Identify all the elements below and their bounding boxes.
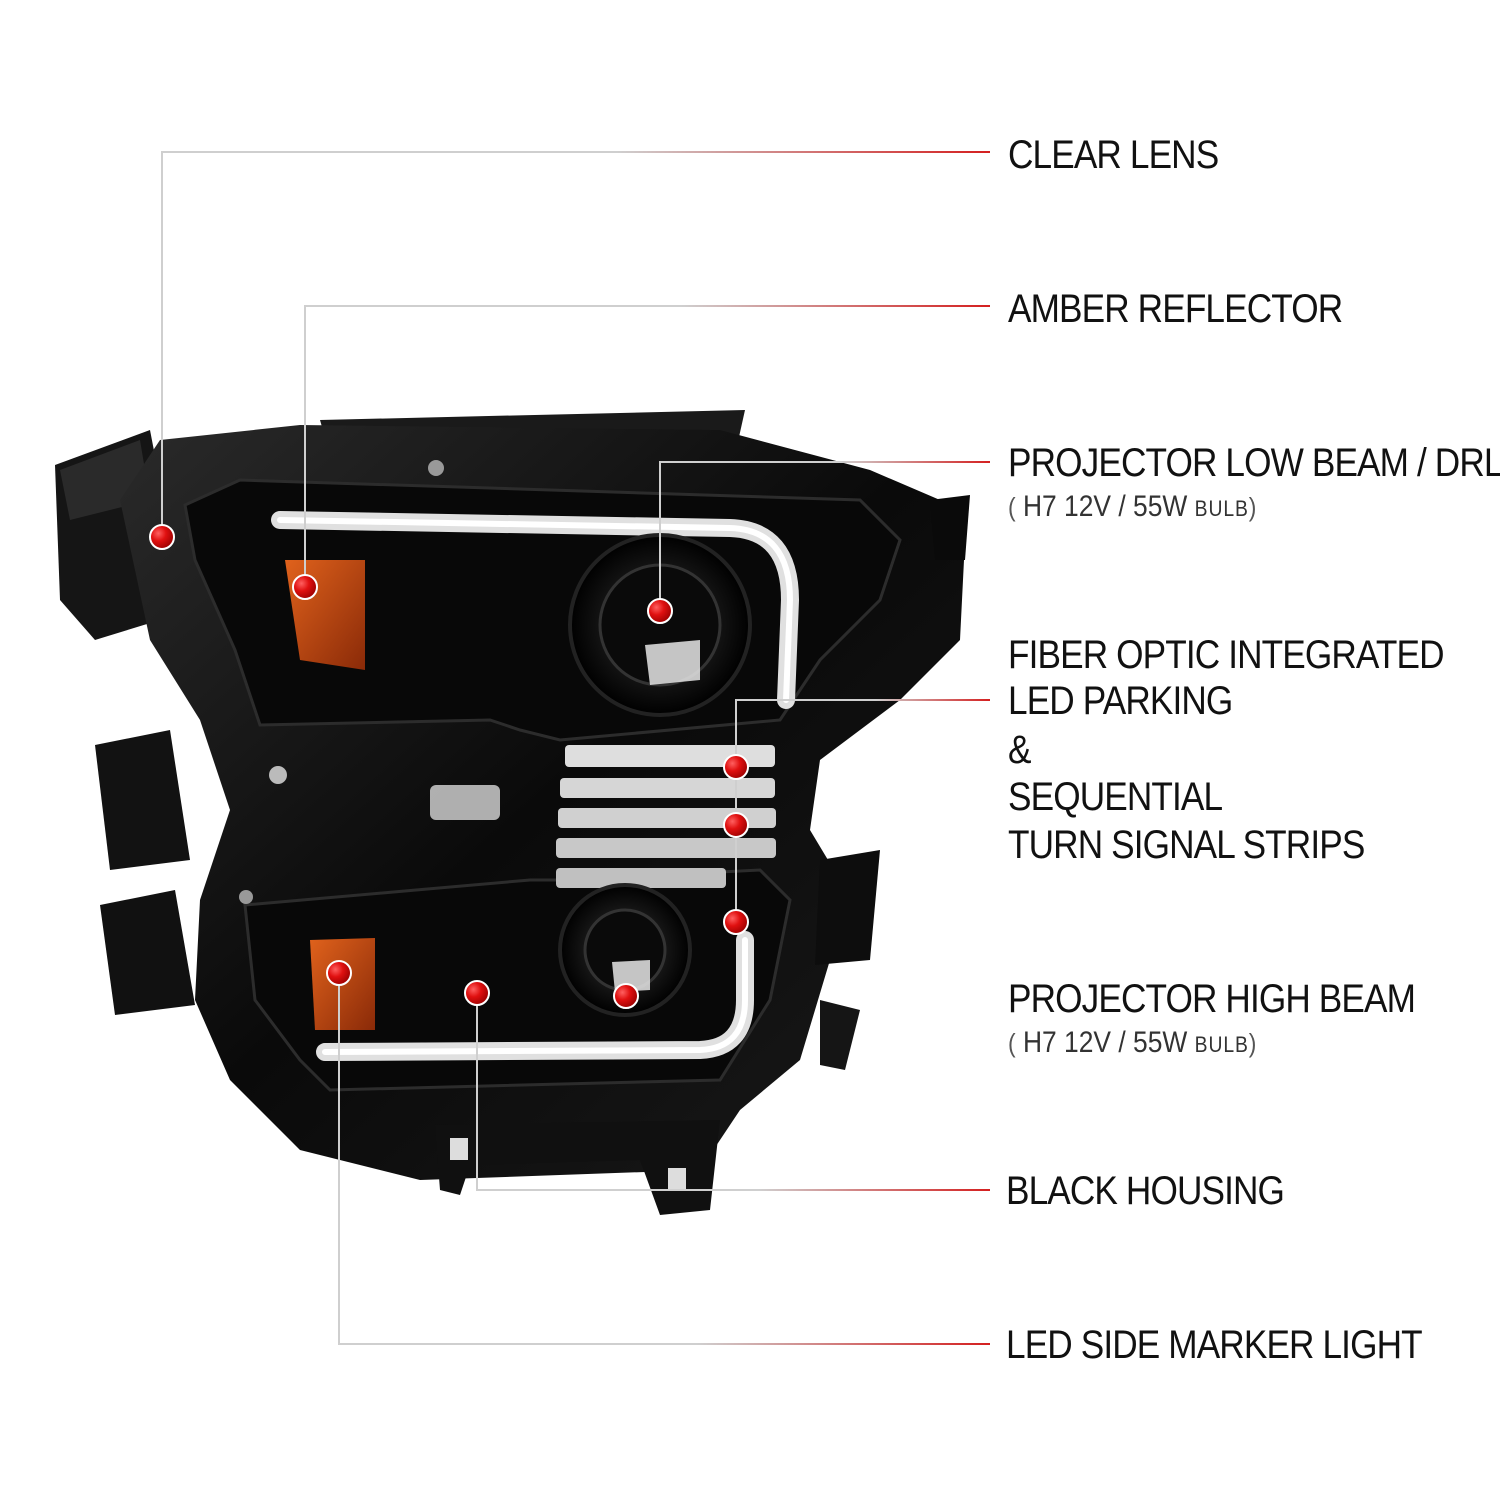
label-fiber-optic-line-3: & xyxy=(1008,728,1031,772)
dot-side-marker xyxy=(326,960,352,986)
dot-amber-reflector xyxy=(292,574,318,600)
label-amber-reflector: AMBER REFLECTOR xyxy=(1008,287,1343,331)
label-projector-low-beam: PROJECTOR LOW BEAM / DRL xyxy=(1008,441,1500,485)
label-black-housing: BLACK HOUSING xyxy=(1006,1169,1285,1213)
dot-fiber-1 xyxy=(723,754,749,780)
callout-dots xyxy=(149,524,749,1009)
label-fiber-optic-line-4: SEQUENTIAL xyxy=(1008,775,1223,819)
label-projector-high-beam: PROJECTOR HIGH BEAM xyxy=(1008,977,1416,1021)
leader-low-beam xyxy=(659,461,990,611)
label-fiber-optic-line-5: TURN SIGNAL STRIPS xyxy=(1008,823,1365,867)
label-high-beam-bulb: ( H7 12V / 55W BULB) xyxy=(1008,1026,1257,1059)
dot-high-beam xyxy=(613,983,639,1009)
dot-clear-lens xyxy=(149,524,175,550)
leader-side-marker xyxy=(338,973,990,1345)
sequential-strips xyxy=(556,745,776,888)
leader-clear-lens xyxy=(161,151,990,537)
leader-fiber-optic xyxy=(735,699,990,922)
label-fiber-optic-line-1: FIBER OPTIC INTEGRATED xyxy=(1008,633,1445,677)
dot-fiber-3 xyxy=(723,909,749,935)
label-clear-lens: CLEAR LENS xyxy=(1008,133,1219,177)
leader-lines xyxy=(161,151,990,1345)
headlight-housing xyxy=(55,410,970,1215)
label-fiber-optic-line-2: LED PARKING xyxy=(1008,679,1233,723)
label-led-side-marker: LED SIDE MARKER LIGHT xyxy=(1006,1323,1423,1367)
leader-black-housing xyxy=(476,993,990,1191)
dot-black-housing xyxy=(464,980,490,1006)
label-low-beam-bulb: ( H7 12V / 55W BULB) xyxy=(1008,490,1257,523)
leader-amber-reflector xyxy=(304,305,990,587)
dot-low-beam xyxy=(647,598,673,624)
dot-fiber-2 xyxy=(723,812,749,838)
